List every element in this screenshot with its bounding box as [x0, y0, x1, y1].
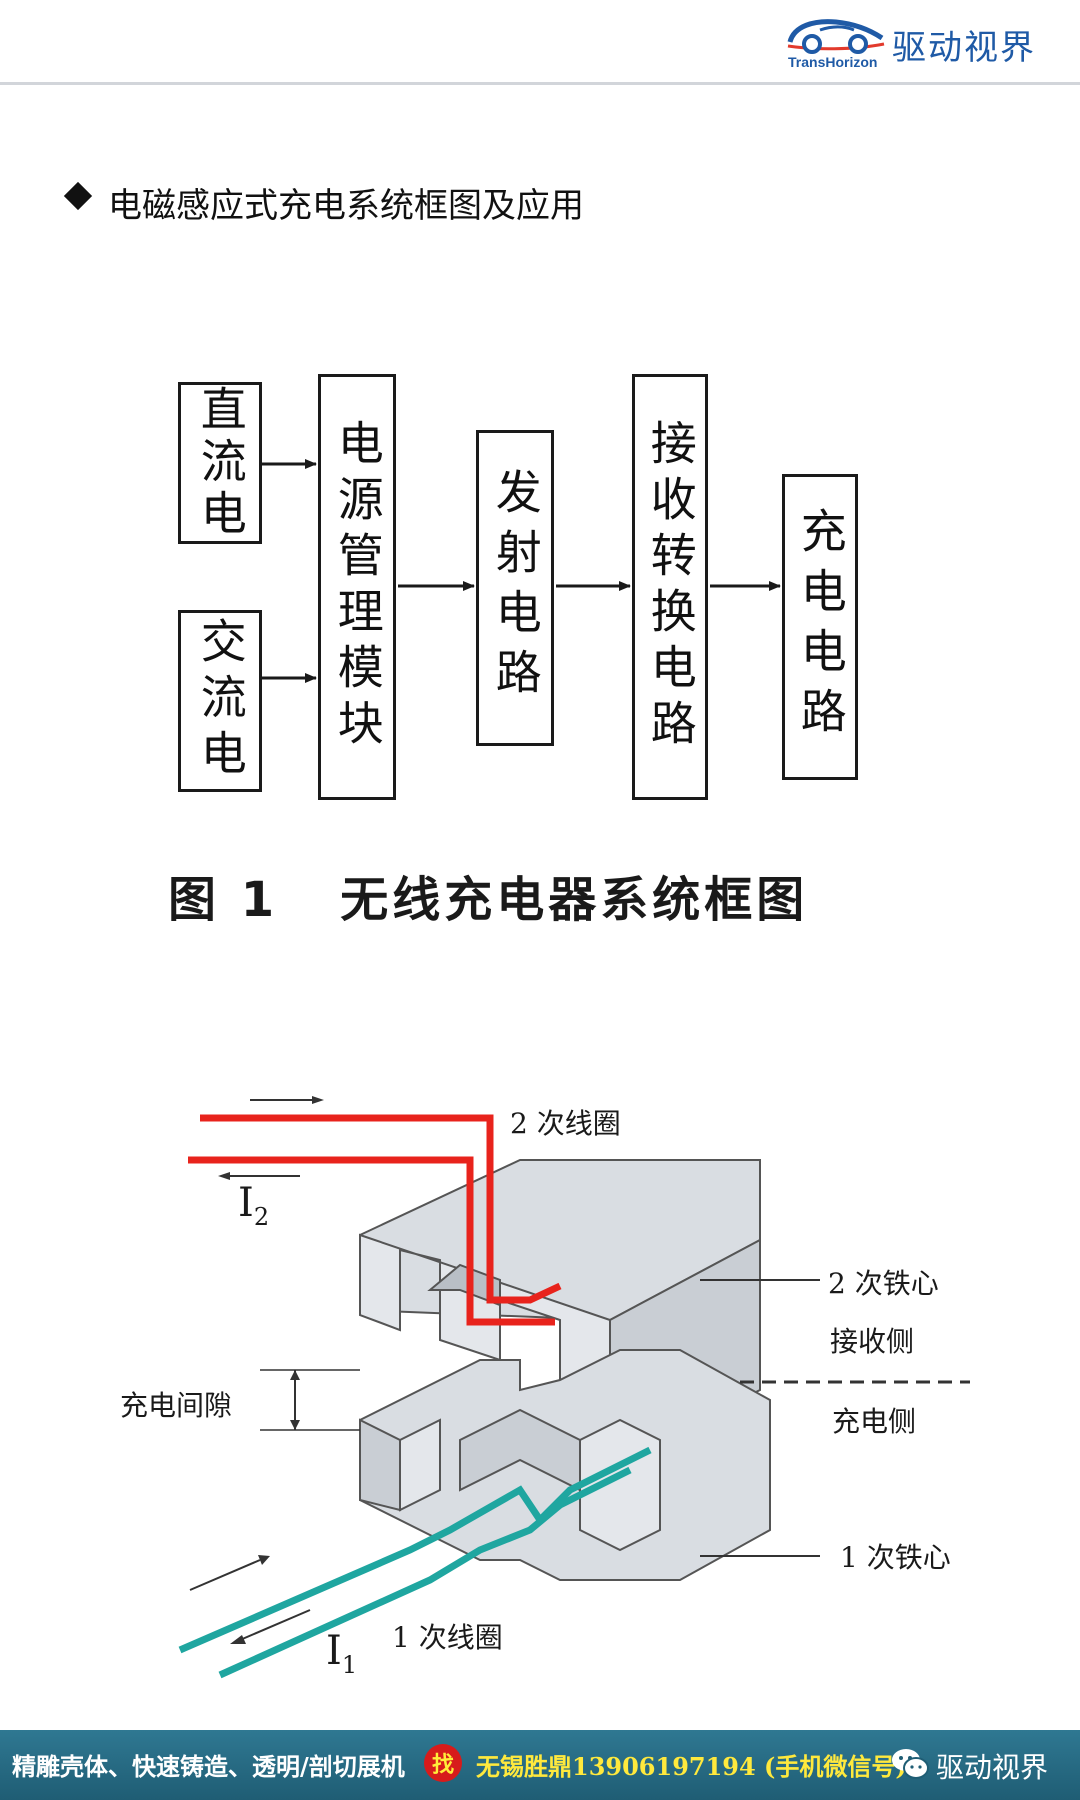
box-ac-power: 交流电: [178, 610, 262, 792]
diagram-arrows: [262, 459, 781, 683]
box-transmit-circuit-label: 发射电路: [488, 468, 543, 708]
box-receive-convert-label: 接收转换电路: [643, 419, 698, 755]
box-transmit-circuit: 发射电路: [476, 430, 554, 746]
diamond-bullet-icon: [63, 181, 93, 211]
footer-brand: 驱动视界: [936, 1751, 1049, 1784]
block-diagram: 直流电 交流电 电源管理模块 发射电路 接收转换电路 充电电路 图 1 无线充电…: [0, 350, 1080, 950]
box-dc-power-label: 直流电: [193, 385, 248, 541]
induction-illustration: 2 次线圈 2 次铁心 接收侧 充电间隙 充电侧 1 次铁心 1 次线圈 I2 …: [100, 1060, 1000, 1680]
box-power-management: 电源管理模块: [318, 374, 396, 800]
section-title: 电磁感应式充电系统框图及应用: [108, 186, 584, 226]
logo[interactable]: TransHorizon 驱动视界: [784, 14, 1054, 74]
label-current-i2: I2: [238, 1180, 270, 1231]
footer-contact[interactable]: 无锡胜鼎13906197194 (手机微信号): [476, 1752, 907, 1781]
label-current-i1: I1: [326, 1628, 358, 1679]
induction-core-drawing: [178, 1096, 970, 1679]
label-secondary-coil: 2 次线圈: [510, 1107, 621, 1140]
logo-subtitle: TransHorizon: [788, 54, 878, 70]
label-receiving-side: 接收侧: [830, 1325, 915, 1358]
logo-chinese-name: 驱动视界: [892, 28, 1036, 68]
label-charging-side: 充电侧: [832, 1405, 917, 1438]
box-charge-circuit: 充电电路: [782, 474, 858, 780]
box-dc-power: 直流电: [178, 382, 262, 544]
label-primary-coil: 1 次线圈: [392, 1621, 503, 1654]
label-charging-gap: 充电间隙: [120, 1389, 233, 1422]
primary-coil-wire: [178, 1446, 652, 1679]
car-logo-icon: [787, 19, 885, 54]
i1-return-arrow: [239, 1609, 311, 1641]
i1-forward-arrow: [189, 1559, 261, 1591]
header: TransHorizon 驱动视界: [0, 0, 1080, 85]
wechat-icon: [892, 1749, 929, 1779]
figure-caption: 图 1 无线充电器系统框图: [168, 872, 809, 928]
box-ac-power-label: 交流电: [193, 617, 248, 785]
footer-services: 精雕壳体、快速铸造、透明/剖切展机: [12, 1752, 405, 1781]
label-secondary-core: 2 次铁心: [828, 1267, 939, 1300]
box-receive-convert: 接收转换电路: [632, 374, 708, 800]
secondary-coil-wire: [188, 1114, 562, 1326]
label-primary-core: 1 次铁心: [840, 1541, 951, 1574]
footer-banner: 精雕壳体、快速铸造、透明/剖切展机 找 无锡胜鼎13906197194 (手机微…: [0, 1730, 1080, 1800]
box-power-management-label: 电源管理模块: [330, 419, 385, 755]
box-charge-circuit-label: 充电电路: [793, 507, 848, 747]
find-badge-icon: 找: [424, 1744, 462, 1782]
